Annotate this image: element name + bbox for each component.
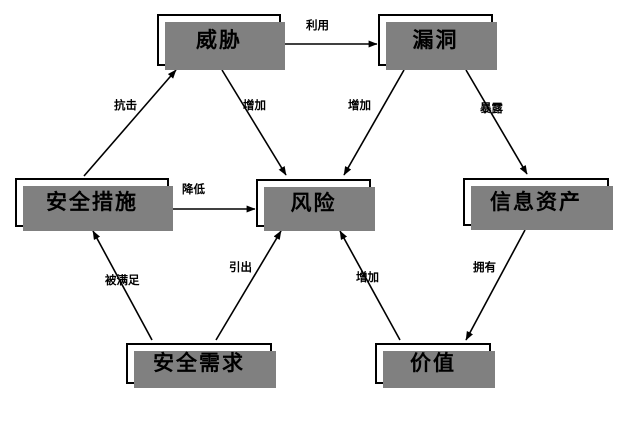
node-safeguard-label: 安全措施 (46, 190, 138, 214)
edge-label-增加-threat-risk: 增加 (243, 98, 266, 112)
node-value[interactable]: 价值 (375, 343, 495, 388)
node-risk-label: 风险 (290, 190, 337, 215)
edge-asset-has-value (465, 229, 526, 341)
edge-requirement-derives-risk (215, 230, 282, 341)
node-asset[interactable]: 信息资产 (463, 178, 613, 230)
edge-requirement-satisfied-by-safeguard (92, 230, 153, 341)
edge-label-拥有: 拥有 (473, 260, 496, 274)
edge-label-增加-vulnerability-risk: 增加 (348, 98, 371, 112)
edge-label-抗击: 抗击 (114, 98, 137, 112)
node-vulnerability[interactable]: 漏洞 (378, 14, 497, 70)
node-risk[interactable]: 风险 (256, 179, 375, 231)
edge-label-引出: 引出 (229, 260, 252, 274)
node-requirement-label: 安全需求 (153, 351, 245, 375)
edge-threat-increases-risk (221, 69, 287, 176)
node-threat-label: 威胁 (196, 27, 242, 52)
edge-label-降低: 降低 (182, 182, 205, 196)
edge-vulnerability-increases-risk (343, 69, 405, 176)
edge-label-暴露: 暴露 (480, 101, 503, 115)
node-value-label: 价值 (410, 351, 456, 375)
edge-label-增加-value-risk: 增加 (356, 270, 379, 284)
node-threat[interactable]: 威胁 (157, 14, 285, 70)
edge-label-被满足: 被满足 (105, 273, 140, 287)
node-vulnerability-label: 漏洞 (412, 27, 459, 52)
node-requirement[interactable]: 安全需求 (126, 343, 276, 388)
edge-value-increases-risk (339, 230, 401, 341)
node-safeguard[interactable]: 安全措施 (15, 178, 173, 231)
edge-label-利用: 利用 (306, 18, 329, 32)
edge-vulnerability-exposes-asset (465, 69, 528, 175)
edge-safeguard-counters-threat (83, 69, 177, 177)
node-asset-label: 信息资产 (490, 189, 582, 214)
